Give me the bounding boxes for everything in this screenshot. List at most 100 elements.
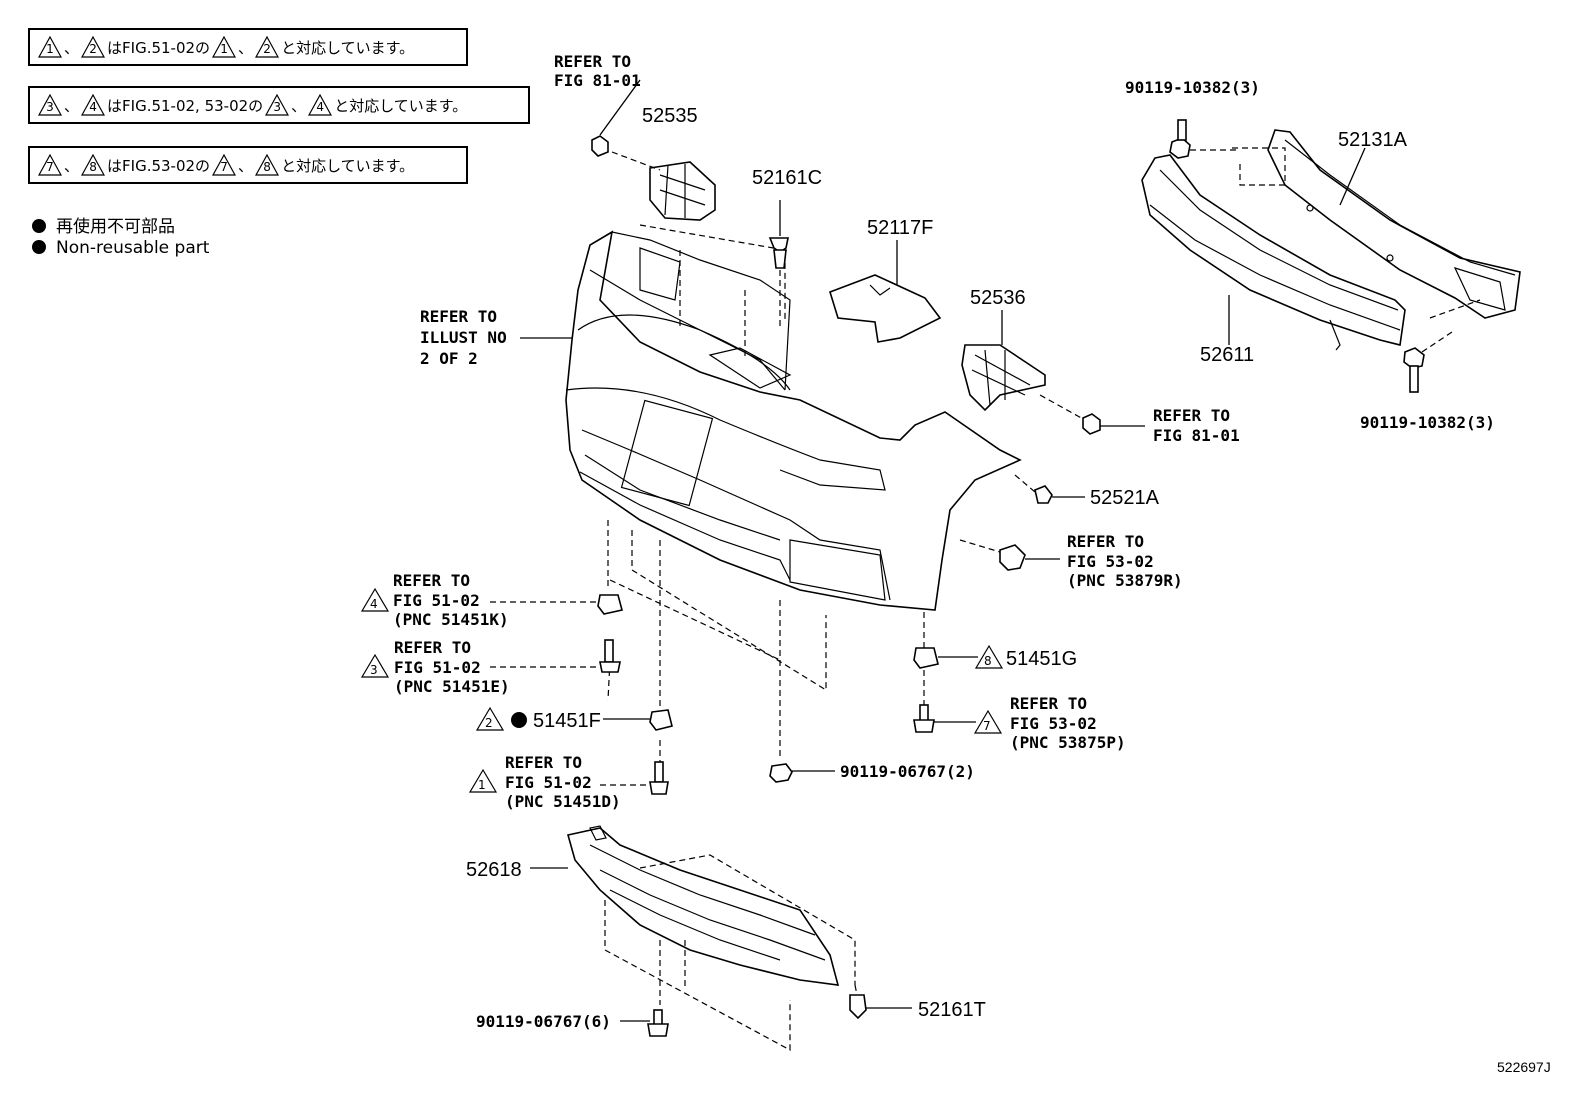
triangle-4-icon: 4	[81, 94, 106, 116]
label-51451F: 51451F	[533, 710, 601, 732]
triangle-7-icon: 7	[38, 154, 62, 176]
triangle-3-icon: 3	[265, 94, 290, 116]
part-52521A-clip	[1034, 485, 1053, 504]
triangle-icon	[360, 653, 390, 678]
label-52535: 52535	[642, 105, 698, 127]
label-53875-3: (PNC 53875P)	[1010, 733, 1126, 752]
triangle-1-icon: 1	[38, 36, 62, 58]
part-51451D-screw	[649, 761, 669, 795]
note-text: と対応しています。	[281, 38, 415, 57]
label-53875-1: REFER TO	[1010, 694, 1087, 713]
non-reusable-dot-icon	[511, 712, 527, 728]
triangle-number: 7	[983, 719, 991, 733]
triangle-8-icon: 8	[255, 154, 280, 176]
triangle-4-icon: 4	[308, 94, 333, 116]
part-52117F-bracket	[829, 274, 942, 343]
screw-icon	[591, 135, 609, 157]
label-51451D-1: REFER TO	[505, 753, 582, 772]
label-52536: 52536	[970, 287, 1026, 309]
label-52161C: 52161C	[752, 167, 822, 189]
label-51451G: 51451G	[1006, 648, 1077, 670]
part-51451G-clip	[913, 647, 939, 669]
dot-icon	[32, 240, 46, 254]
part-52611-absorber	[1141, 154, 1406, 351]
figure-id: 522697J	[1497, 1059, 1551, 1075]
label-illust-3: 2 OF 2	[420, 349, 478, 368]
part-51451K-clip	[597, 594, 623, 615]
triangle-3-icon: 3	[38, 94, 62, 116]
part-52618-undercover	[567, 825, 840, 986]
separator: 、	[238, 156, 254, 175]
part-53875P-screw	[913, 704, 935, 733]
label-illust-1: REFER TO	[420, 307, 497, 326]
label-53879-3: (PNC 53879R)	[1067, 571, 1183, 590]
label-51451K-3: (PNC 51451K)	[393, 610, 509, 629]
separator: 、	[238, 38, 254, 57]
triangle-number: 1	[478, 778, 486, 792]
triangle-icon	[973, 709, 1003, 734]
dot-icon	[32, 219, 46, 233]
label-52131A: 52131A	[1338, 129, 1408, 151]
note-text: と対応しています。	[281, 156, 415, 175]
note-text: はFIG.51-02, 53-02の	[107, 96, 264, 115]
label-90119-10382-top: 90119-10382(3)	[1125, 78, 1260, 97]
bolt-icon	[1169, 119, 1191, 159]
part-52161C-clip	[768, 237, 789, 269]
label-52521A: 52521A	[1090, 487, 1160, 509]
triangle-7-icon: 7	[212, 154, 237, 176]
label-51451E-2: FIG 51-02	[394, 658, 481, 677]
label-52117F: 52117F	[867, 217, 933, 239]
legend-en: Non-reusable part	[32, 238, 209, 258]
note-box-3: 7 、 8 はFIG.53-02の 7 、 8 と対応しています。	[28, 146, 468, 184]
note-box-2: 3 、 4 はFIG.51-02, 53-02の 3 、 4 と対応しています。	[28, 86, 530, 124]
triangle-1-icon: 1	[212, 36, 237, 58]
triangle-icon	[360, 587, 390, 612]
label-90119-06767-6: 90119-06767(6)	[476, 1012, 611, 1031]
note-text: と対応しています。	[334, 96, 468, 115]
triangle-number: 3	[370, 663, 378, 677]
label-51451D-2: FIG 51-02	[505, 773, 592, 792]
label-51451K-2: FIG 51-02	[393, 591, 480, 610]
label-52618: 52618	[466, 859, 522, 881]
note-text: はFIG.51-02の	[107, 38, 211, 57]
triangle-number: 2	[485, 716, 493, 730]
triangle-8-icon: 8	[81, 154, 106, 176]
label-52161T: 52161T	[918, 999, 986, 1021]
bumper-cover	[565, 230, 1022, 611]
label-refer-top-2: FIG 81-01	[554, 71, 641, 90]
label-51451D-3: (PNC 51451D)	[505, 792, 621, 811]
label-53875-2: FIG 53-02	[1010, 714, 1097, 733]
part-52131A-reinforcement	[1267, 129, 1521, 319]
label-51451K-1: REFER TO	[393, 571, 470, 590]
label-refer-81-1: REFER TO	[1153, 406, 1230, 425]
part-53879R-nut	[999, 544, 1026, 571]
separator: 、	[64, 96, 80, 115]
label-90119-10382-bottom: 90119-10382(3)	[1360, 413, 1495, 432]
triangle-icon	[468, 768, 498, 793]
label-refer-top-1: REFER TO	[554, 52, 631, 71]
part-52161T-clip	[849, 994, 867, 1020]
triangle-number: 4	[370, 597, 378, 611]
separator: 、	[64, 38, 80, 57]
label-illust-2: ILLUST NO	[420, 328, 507, 347]
part-51451E-screw	[599, 639, 621, 673]
label-52611: 52611	[1200, 344, 1254, 366]
screw-icon	[1082, 413, 1101, 435]
triangle-icon	[475, 706, 505, 731]
part-52535-bracket	[649, 161, 716, 221]
note-text: はFIG.53-02の	[107, 156, 211, 175]
triangle-icon	[974, 644, 1004, 669]
bolt-90119-06767-2	[769, 763, 793, 783]
legend-jp: 再使用不可部品	[32, 212, 175, 237]
part-52536-bracket	[961, 344, 1046, 412]
label-53879-1: REFER TO	[1067, 532, 1144, 551]
label-refer-81-2: FIG 81-01	[1153, 426, 1240, 445]
note-box-1: 1 、 2 はFIG.51-02の 1 、 2 と対応しています。	[28, 28, 468, 66]
separator: 、	[291, 96, 307, 115]
label-90119-06767-2: 90119-06767(2)	[840, 762, 975, 781]
label-51451E-1: REFER TO	[394, 638, 471, 657]
bolt-90119-06767-6	[647, 1009, 669, 1037]
triangle-2-icon: 2	[81, 36, 106, 58]
